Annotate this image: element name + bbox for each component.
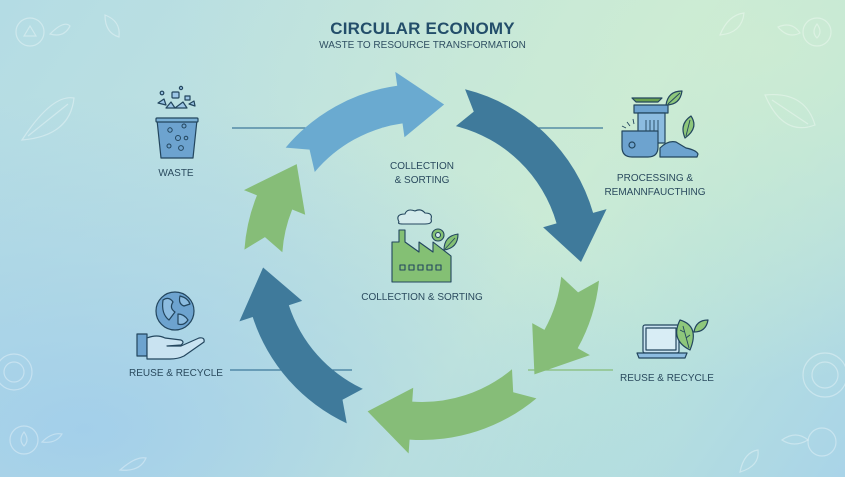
gear-icon bbox=[0, 353, 33, 391]
gear-icon bbox=[802, 352, 845, 398]
center-label: COLLECTION & SORTING bbox=[361, 292, 483, 303]
stage-label-reuse-left: REUSE & RECYCLE bbox=[129, 368, 223, 379]
leaf-icon bbox=[20, 97, 75, 141]
recycle-badge-icon bbox=[807, 427, 837, 457]
leaf-icon bbox=[764, 93, 816, 129]
droplet-icon bbox=[9, 425, 39, 455]
leaf-icon bbox=[739, 449, 759, 473]
stage-label-waste: WASTE bbox=[158, 168, 194, 179]
recycle-badge-icon bbox=[15, 17, 45, 47]
cycle-arrow-to-waste bbox=[243, 164, 306, 253]
stage-label-processing-line1: PROCESSING & bbox=[616, 173, 694, 184]
stage-label-processing: PROCESSING & REMANNFAUCTHING bbox=[600, 172, 710, 200]
leaf-icon bbox=[777, 24, 801, 36]
cycle-arrow-to-reuse bbox=[532, 276, 600, 375]
leaf-icon bbox=[48, 23, 71, 36]
page-title: CIRCULAR ECONOMY bbox=[330, 19, 515, 38]
droplet-icon bbox=[802, 17, 832, 47]
cycle-arrow-return bbox=[239, 267, 363, 424]
stage-label-processing-line2: REMANNFAUCTHING bbox=[604, 187, 706, 198]
leaf-icon bbox=[40, 433, 63, 443]
center-top-label-line1: COLLECTION bbox=[390, 161, 454, 172]
center-top-label-line2: & SORTING bbox=[394, 175, 450, 186]
cycle-arrow-reuse bbox=[367, 369, 537, 454]
leaf-icon bbox=[118, 457, 147, 471]
leaf-icon bbox=[104, 14, 120, 38]
leaf-icon bbox=[780, 434, 810, 445]
page-subtitle: WASTE TO RESOURCE TRANSFORMATION bbox=[319, 40, 526, 51]
leaf-icon bbox=[719, 12, 745, 36]
cycle-arrow-collection bbox=[285, 71, 445, 173]
stage-label-reuse-right: REUSE & RECYCLE bbox=[620, 373, 714, 384]
cycle-arrow-processing bbox=[455, 89, 607, 263]
center-top-label: COLLECTION & SORTING bbox=[372, 160, 472, 188]
